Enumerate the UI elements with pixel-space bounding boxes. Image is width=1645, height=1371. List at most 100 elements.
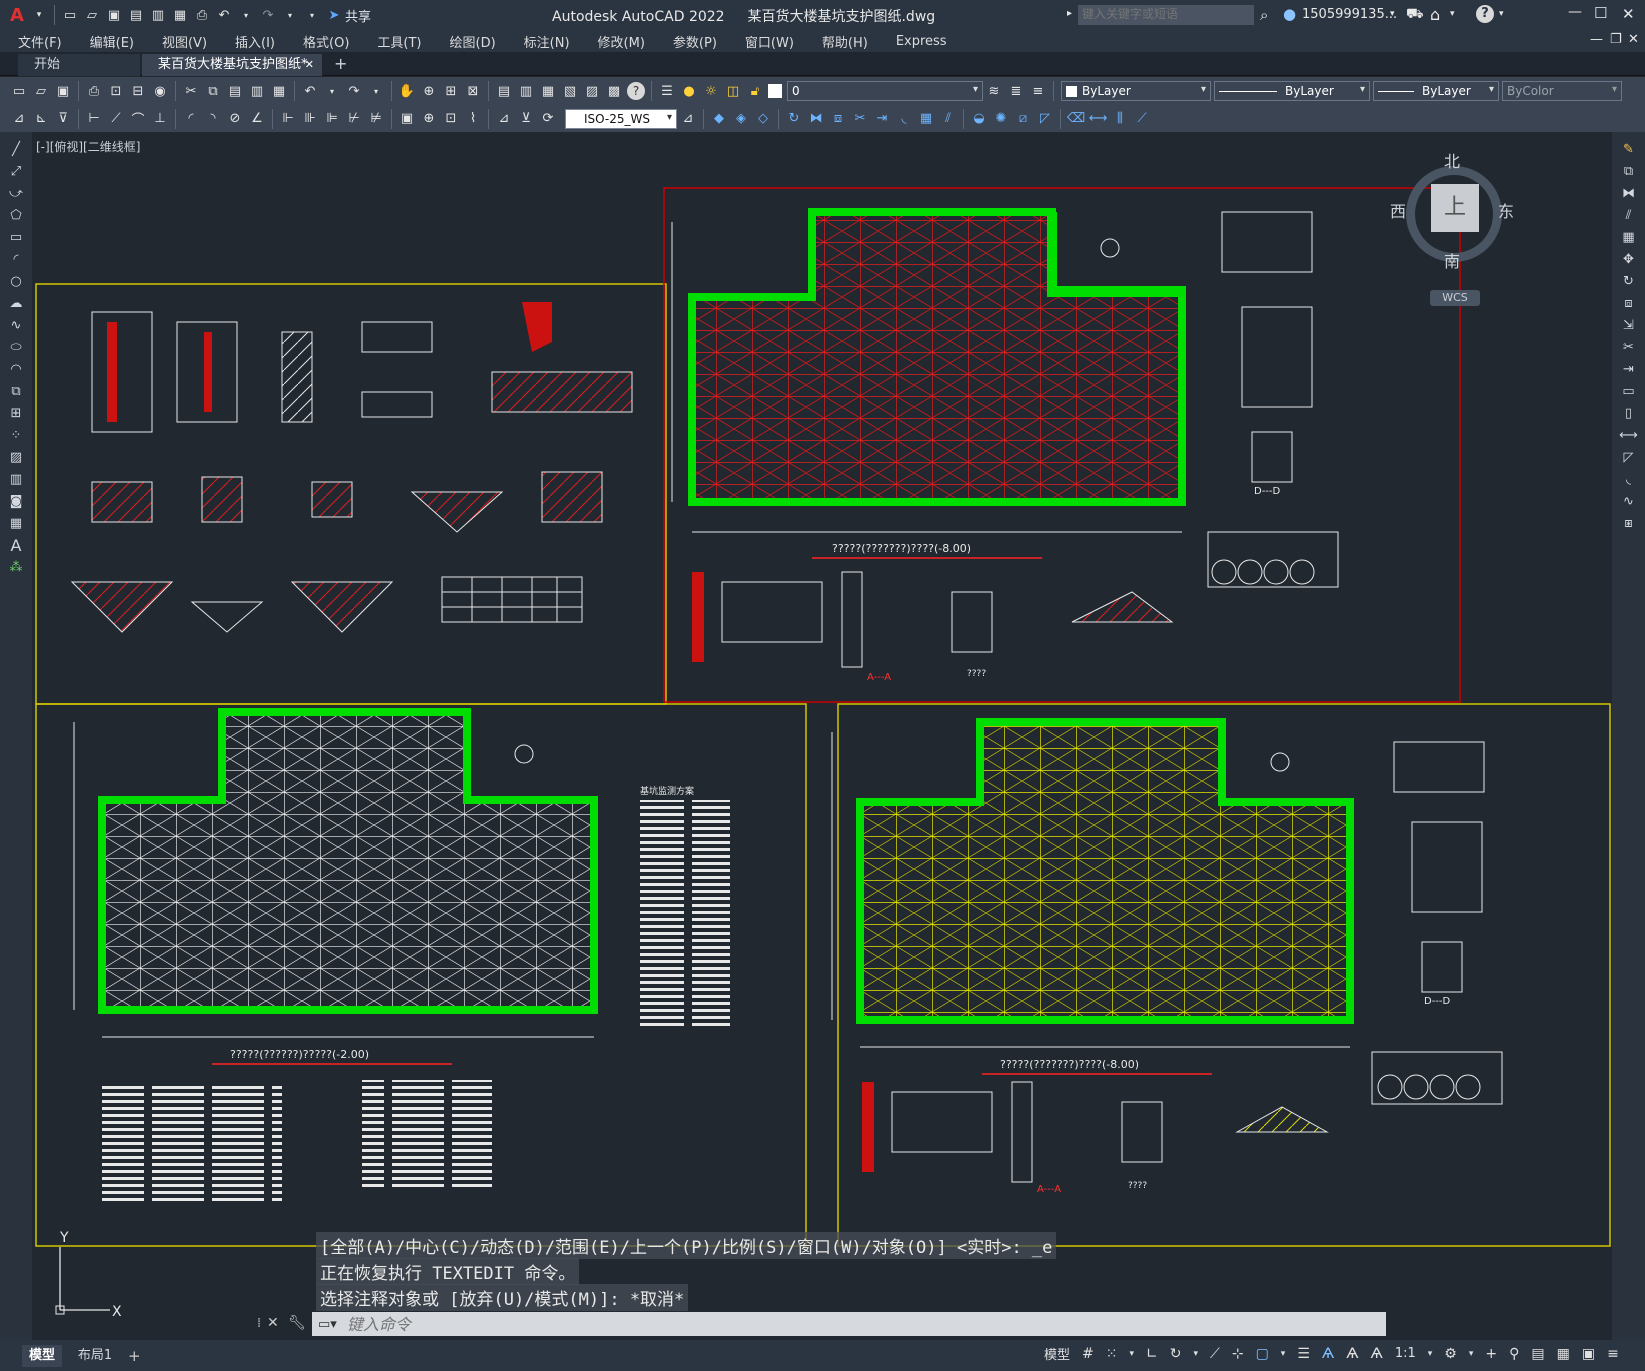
sun-icon[interactable]: ☼: [705, 83, 717, 99]
open-file-icon[interactable]: ▱: [87, 7, 97, 23]
import-icon[interactable]: ▥: [151, 7, 165, 23]
menu-tools[interactable]: 工具(T): [377, 35, 422, 51]
workspace-dropdown-icon[interactable]: ▾: [1468, 1348, 1474, 1359]
ucs-icon[interactable]: ⊿: [13, 111, 25, 126]
redo-toolbar-dropdown-icon[interactable]: ▾: [373, 86, 378, 96]
clean-screen-icon[interactable]: ▣: [1581, 1345, 1596, 1362]
line-icon[interactable]: ╱: [12, 141, 20, 157]
copy-side-icon[interactable]: ⧉: [1623, 163, 1634, 179]
lineweight-dropdown[interactable]: ByLayer ▾: [1373, 81, 1499, 101]
point-icon[interactable]: ⁘: [10, 427, 22, 443]
dim-text-edit-icon[interactable]: ⊻: [521, 111, 531, 126]
layer-color-swatch-icon[interactable]: [768, 84, 782, 98]
snap-icon[interactable]: ⁙: [1105, 1345, 1118, 1362]
open-icon[interactable]: ▱: [36, 83, 46, 99]
properties-icon[interactable]: ▤: [497, 83, 511, 99]
osnap-dropdown-icon[interactable]: ▾: [1280, 1348, 1286, 1359]
menu-insert[interactable]: 插入(I): [235, 35, 276, 51]
viewcube-east[interactable]: 东: [1498, 202, 1515, 221]
dim-space-icon[interactable]: ⊬: [348, 111, 360, 126]
menu-help[interactable]: 帮助(H): [821, 35, 868, 51]
stretch-icon[interactable]: ◇: [758, 111, 768, 126]
chamfer-side-icon[interactable]: ◸: [1623, 449, 1634, 465]
publish-icon[interactable]: ⊟: [132, 83, 144, 99]
user-name[interactable]: 1505999135...: [1302, 7, 1398, 22]
viewcube-north[interactable]: 北: [1444, 152, 1461, 171]
new-file-icon[interactable]: ▭: [63, 7, 77, 23]
lightbulb-icon[interactable]: ●: [683, 83, 695, 99]
command-prompt-icon[interactable]: ▭▾: [318, 1316, 337, 1332]
move-icon[interactable]: ◆: [714, 111, 724, 126]
menu-modify[interactable]: 修改(M): [597, 35, 645, 51]
table-icon[interactable]: ▦: [9, 515, 23, 531]
linetype-dropdown[interactable]: ByLayer ▾: [1214, 81, 1370, 101]
dim-diameter-icon[interactable]: ⊘: [229, 111, 241, 126]
print-icon[interactable]: ⎙: [196, 7, 208, 23]
plot-icon[interactable]: ⎙: [88, 83, 100, 99]
circle-icon[interactable]: ○: [10, 273, 22, 289]
menu-parametric[interactable]: 参数(P): [672, 35, 717, 51]
qat-more-icon[interactable]: ▾: [309, 10, 314, 20]
trim-side-icon[interactable]: ✂: [1623, 339, 1634, 355]
search-icon[interactable]: ⌕: [1260, 6, 1269, 24]
dim-edit-icon[interactable]: ⊿: [498, 111, 510, 126]
layer-match-icon[interactable]: ≡: [1032, 83, 1044, 99]
otrack-icon[interactable]: ⊹: [1231, 1345, 1244, 1362]
fillet-side-icon[interactable]: ◟: [1625, 471, 1632, 487]
menu-dimension[interactable]: 标注(N): [523, 35, 570, 51]
a360-icon[interactable]: ⌂: [1430, 5, 1441, 24]
join-side-icon[interactable]: ⟷: [1619, 427, 1638, 443]
help-icon[interactable]: ?: [1476, 5, 1494, 23]
dim-radius-icon[interactable]: ◜: [188, 111, 194, 126]
menu-file[interactable]: 文件(F): [18, 35, 62, 51]
polyline-icon[interactable]: ⤻: [9, 185, 23, 201]
cut-icon[interactable]: ✂: [185, 83, 197, 99]
chamfer-icon[interactable]: ◸: [1040, 111, 1050, 126]
mirror-icon[interactable]: ⧓: [809, 111, 823, 126]
erase-side-icon[interactable]: ✎: [1623, 141, 1634, 157]
join-icon[interactable]: ◒: [973, 111, 985, 126]
block-editor-icon[interactable]: ▦: [272, 83, 286, 99]
move-side-icon[interactable]: ✥: [1623, 251, 1634, 267]
ellipse-icon[interactable]: ⬭: [10, 339, 22, 355]
menu-view[interactable]: 视图(V): [161, 35, 208, 51]
dim-jogged-icon[interactable]: ◝: [210, 111, 216, 126]
doc-restore-icon[interactable]: ❐: [1610, 32, 1622, 47]
scale-side-icon[interactable]: ⧈: [1624, 295, 1633, 311]
zoom-previous-icon[interactable]: ⊠: [467, 83, 479, 99]
quick-dim-icon[interactable]: ⊩: [282, 111, 294, 126]
workspace-gear-icon[interactable]: ⚙: [1444, 1345, 1457, 1362]
center-mark-icon[interactable]: ⊕: [423, 111, 435, 126]
save-icon[interactable]: ▣: [107, 7, 121, 23]
add-layout-button[interactable]: +: [128, 1346, 141, 1365]
ucs-world-icon[interactable]: ⊾: [35, 111, 47, 126]
command-input-bar[interactable]: ▭▾: [312, 1312, 1386, 1336]
scale-icon[interactable]: ⧈: [833, 111, 843, 126]
offset-side-icon[interactable]: ⫽: [1625, 207, 1632, 223]
trim-icon[interactable]: ✂: [854, 111, 866, 126]
save-as-icon[interactable]: ▤: [129, 7, 143, 23]
menu-edit[interactable]: 编辑(E): [89, 35, 134, 51]
lock-icon[interactable]: 🔓︎: [750, 83, 760, 99]
redo-dropdown-icon[interactable]: ▾: [287, 10, 292, 20]
dim-continue-icon[interactable]: ⊫: [326, 111, 338, 126]
tab-close-icon[interactable]: ✕: [304, 58, 314, 71]
copy-icon[interactable]: ⧉: [208, 83, 218, 99]
drawing-canvas[interactable]: [-][俯视][二维线框]: [32, 132, 1612, 1340]
ellipse-arc-icon[interactable]: ◠: [10, 361, 22, 377]
doc-minimize-icon[interactable]: —: [1590, 32, 1603, 47]
break-icon[interactable]: ⧄: [1018, 111, 1028, 126]
command-customize-icon[interactable]: 🔧︎: [288, 1315, 306, 1331]
command-close-icon[interactable]: ✕: [267, 1315, 279, 1331]
layer-properties-icon[interactable]: ☰: [661, 83, 673, 99]
calculator-icon[interactable]: ▩: [607, 83, 621, 99]
pan-icon[interactable]: ✋: [398, 83, 416, 99]
tool-palettes-icon[interactable]: ▦: [541, 83, 555, 99]
break-side-icon[interactable]: ▯: [1624, 405, 1633, 421]
grid-icon[interactable]: #: [1082, 1345, 1094, 1362]
design-center-icon[interactable]: ▥: [519, 83, 533, 99]
user-dropdown-icon[interactable]: ▾: [1390, 9, 1395, 19]
tab-model[interactable]: 模型: [22, 1344, 62, 1367]
dim-baseline-icon[interactable]: ⊪: [304, 111, 316, 126]
annotation-monitor-icon[interactable]: +: [1485, 1345, 1498, 1362]
